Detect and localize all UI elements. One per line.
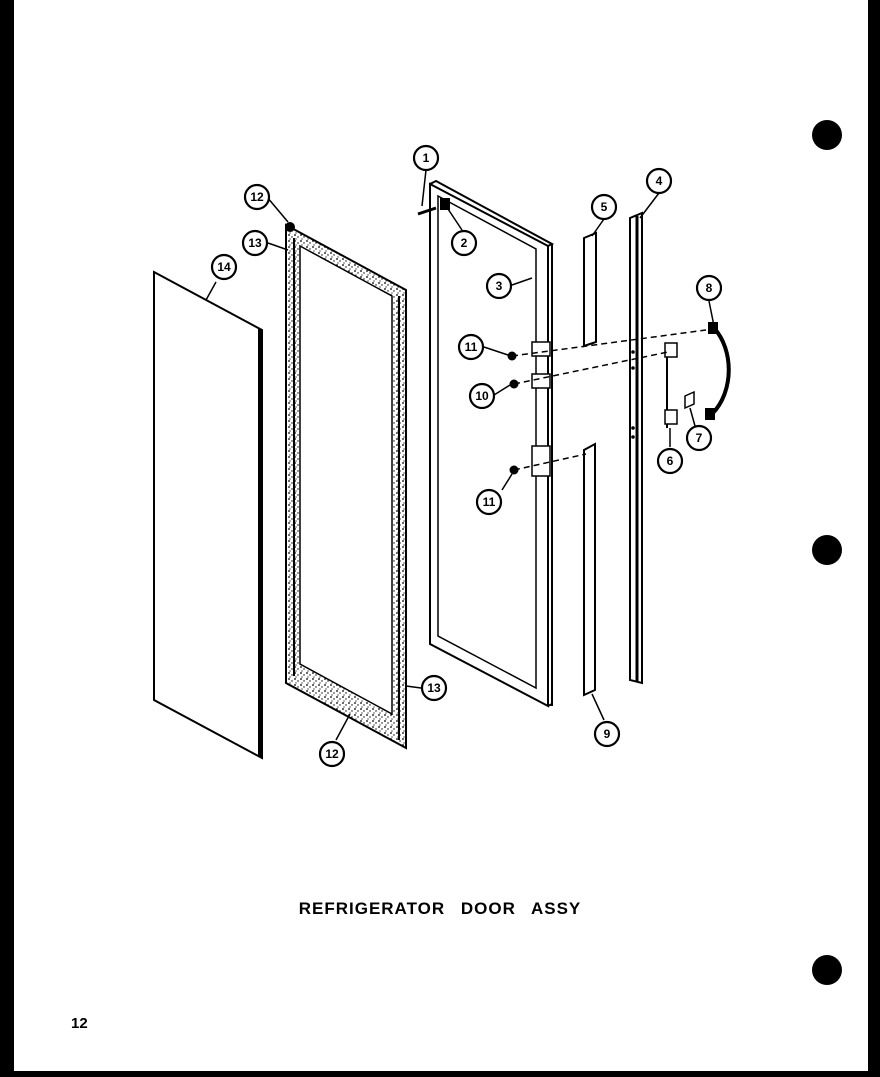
assembly-dashed-lines: [507, 329, 707, 475]
svg-text:12: 12: [250, 190, 264, 204]
binder-hole-bottom: [812, 955, 842, 985]
svg-text:4: 4: [656, 174, 663, 188]
callout-6: 6: [656, 447, 684, 475]
svg-text:2: 2: [461, 236, 468, 250]
svg-text:12: 12: [325, 747, 339, 761]
callout-2: 2: [450, 229, 478, 257]
svg-text:13: 13: [427, 681, 441, 695]
svg-text:8: 8: [706, 281, 713, 295]
svg-text:3: 3: [496, 279, 503, 293]
part-5-trim-strip: [583, 231, 597, 348]
svg-text:6: 6: [667, 454, 674, 468]
binder-hole-top: [812, 120, 842, 150]
part-8-door-handle: [705, 322, 731, 420]
callout-13-upper: 13: [241, 229, 269, 257]
callout-5: 5: [590, 193, 618, 221]
callout-10: 10: [468, 382, 496, 410]
callout-8: 8: [695, 274, 723, 302]
callout-12-lower: 12: [318, 740, 346, 768]
svg-text:1: 1: [423, 151, 430, 165]
svg-text:11: 11: [483, 495, 496, 509]
part-14-door-panel: [153, 270, 263, 760]
callout-3: 3: [485, 272, 513, 300]
callout-11-lower: 11: [475, 488, 503, 516]
callout-9: 9: [593, 720, 621, 748]
page-number: 12: [71, 1015, 88, 1032]
callout-12-upper: 12: [243, 183, 271, 211]
callout-4: 4: [645, 167, 673, 195]
diagram-title: REFRIGERATOR DOOR ASSY: [298, 899, 582, 918]
part-4-side-rail: [629, 211, 643, 685]
svg-text:9: 9: [604, 727, 611, 741]
svg-text:5: 5: [601, 200, 608, 214]
callout-1: 1: [412, 144, 440, 172]
binder-hole-middle: [812, 535, 842, 565]
part-7-small-plate: [684, 390, 695, 410]
svg-text:7: 7: [696, 431, 703, 445]
part-3-door-frame: [417, 179, 555, 708]
callout-14: 14: [210, 253, 238, 281]
svg-text:10: 10: [475, 389, 489, 403]
svg-text:13: 13: [248, 236, 262, 250]
callout-13-lower: 13: [420, 674, 448, 702]
svg-text:14: 14: [217, 260, 231, 274]
callout-leaders: [205, 169, 715, 741]
part-9-trim-strip: [583, 442, 596, 697]
svg-text:11: 11: [465, 340, 478, 354]
callout-11-upper: 11: [457, 333, 485, 361]
callout-7: 7: [685, 424, 713, 452]
part-13-door-liner-frame: [285, 222, 407, 750]
part-6-handle-bracket: [664, 342, 678, 428]
